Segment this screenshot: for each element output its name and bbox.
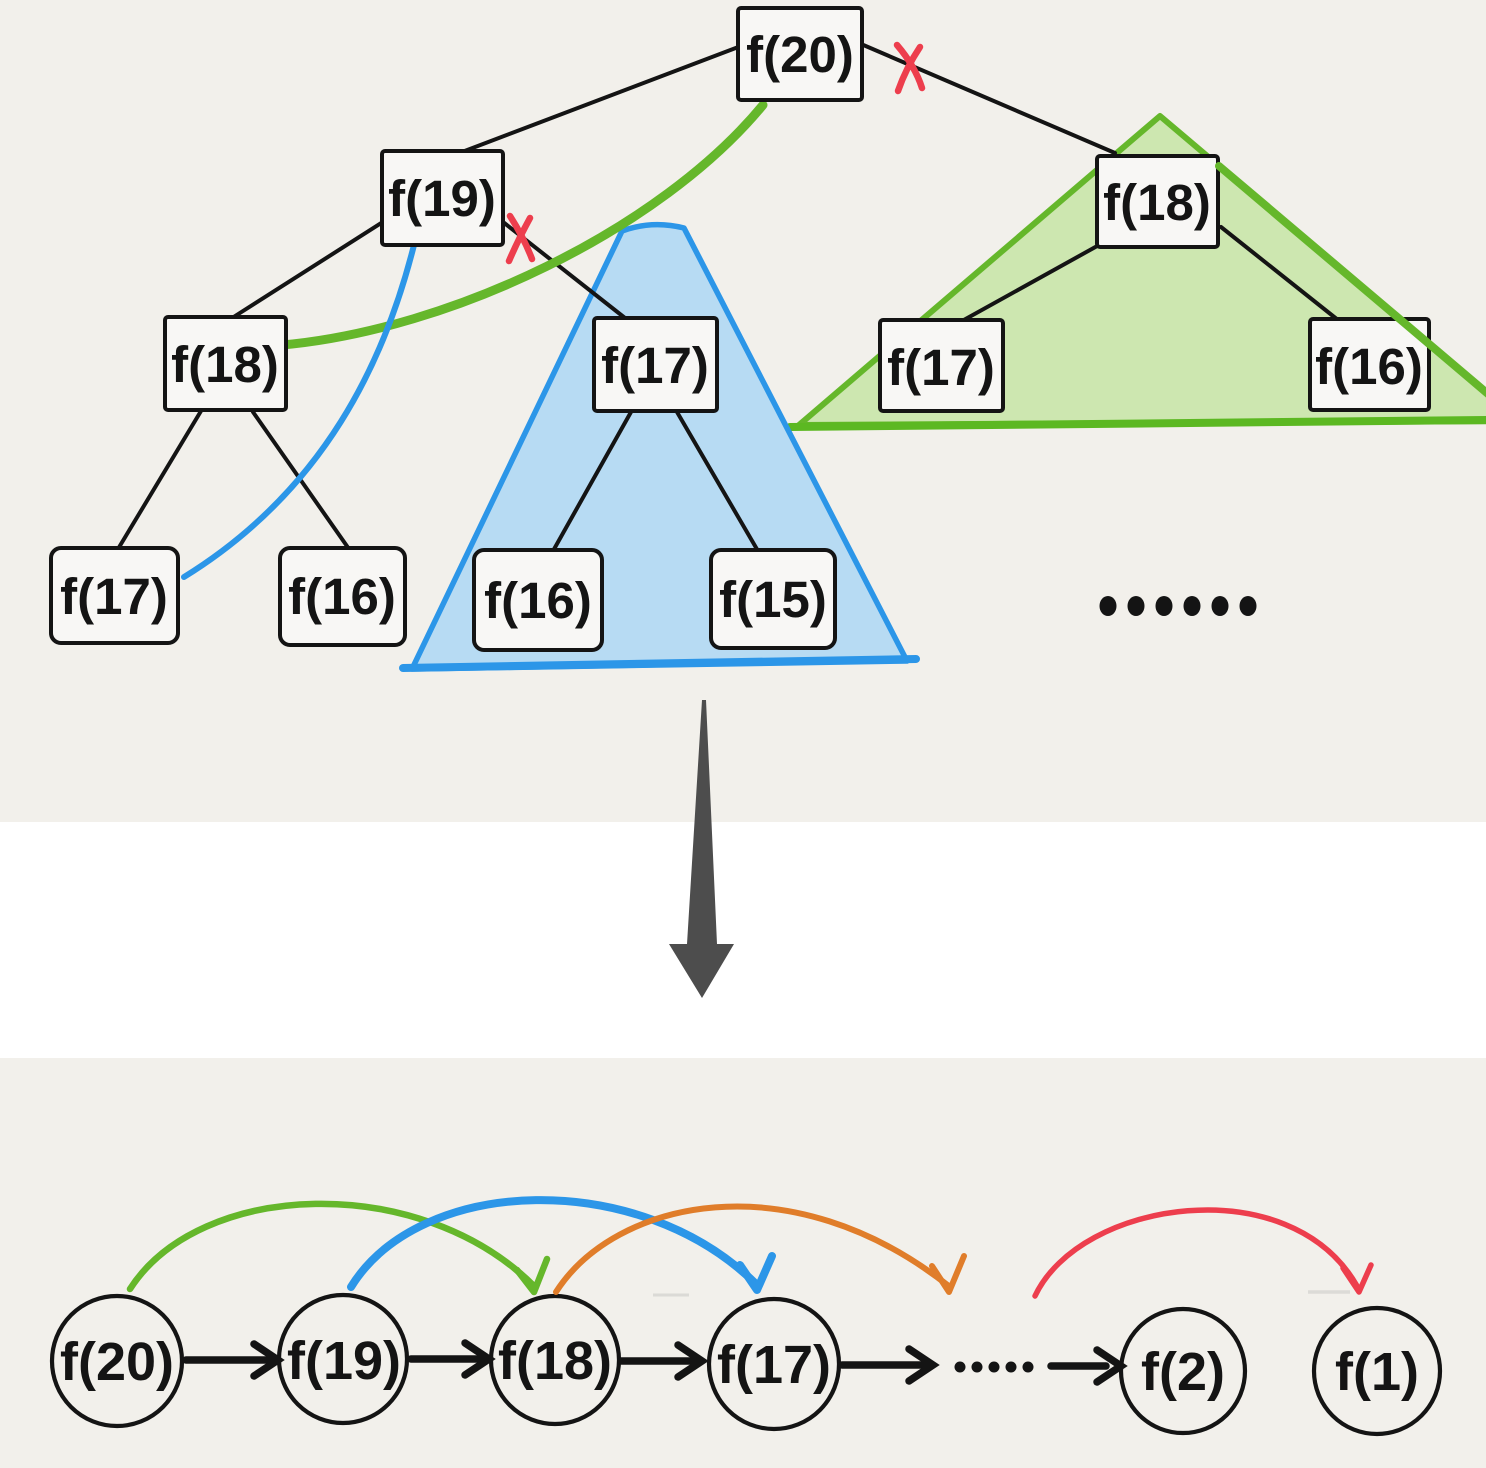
svg-text:f(18): f(18) [498,1331,612,1391]
svg-text:f(16): f(16) [484,572,592,629]
svg-text:f(18): f(18) [1103,174,1211,231]
svg-text:f(20): f(20) [746,26,854,83]
svg-text:f(16): f(16) [1315,338,1423,395]
svg-text:f(2): f(2) [1141,1342,1225,1402]
svg-text:f(1): f(1) [1335,1342,1419,1402]
svg-text:f(17): f(17) [887,339,995,396]
svg-text:f(18): f(18) [171,336,279,393]
svg-text:f(16): f(16) [288,568,396,625]
svg-text:f(20): f(20) [60,1332,174,1392]
svg-text:f(17): f(17) [601,337,709,394]
svg-text:f(19): f(19) [287,1331,401,1391]
svg-text:f(17): f(17) [717,1335,831,1395]
svg-text:f(19): f(19) [388,170,496,227]
svg-text:f(15): f(15) [719,571,827,628]
svg-text:f(17): f(17) [60,568,168,625]
